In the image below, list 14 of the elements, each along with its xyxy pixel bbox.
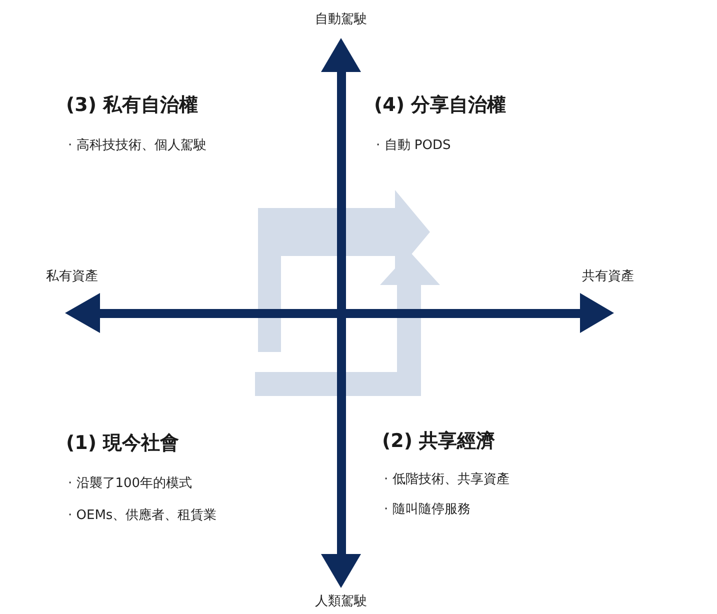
- bullet-item: · 隨叫隨停服務: [384, 501, 470, 518]
- axis-label: 共有資產: [582, 268, 634, 285]
- bullet-item: · 自動 PODS: [376, 137, 451, 154]
- quadrant-heading: (4) 分享自治權: [374, 93, 506, 118]
- bullet-item: · OEMs、供應者、租賃業: [68, 507, 217, 524]
- bullet-item: · 高科技技術、個人駕駛: [68, 137, 206, 154]
- bullet-item: · 沿襲了100年的模式: [68, 475, 192, 492]
- quadrant-heading: (3) 私有自治權: [66, 93, 198, 118]
- axis-label: 自動駕駛: [315, 11, 367, 28]
- bullet-item: · 低階技術、共享資產: [384, 471, 510, 488]
- axis-label: 人類駕駛: [315, 593, 367, 610]
- quadrant-heading: (1) 現今社會: [66, 431, 180, 456]
- axis-label: 私有資產: [46, 268, 98, 285]
- quadrant-heading: (2) 共享經濟: [382, 429, 496, 454]
